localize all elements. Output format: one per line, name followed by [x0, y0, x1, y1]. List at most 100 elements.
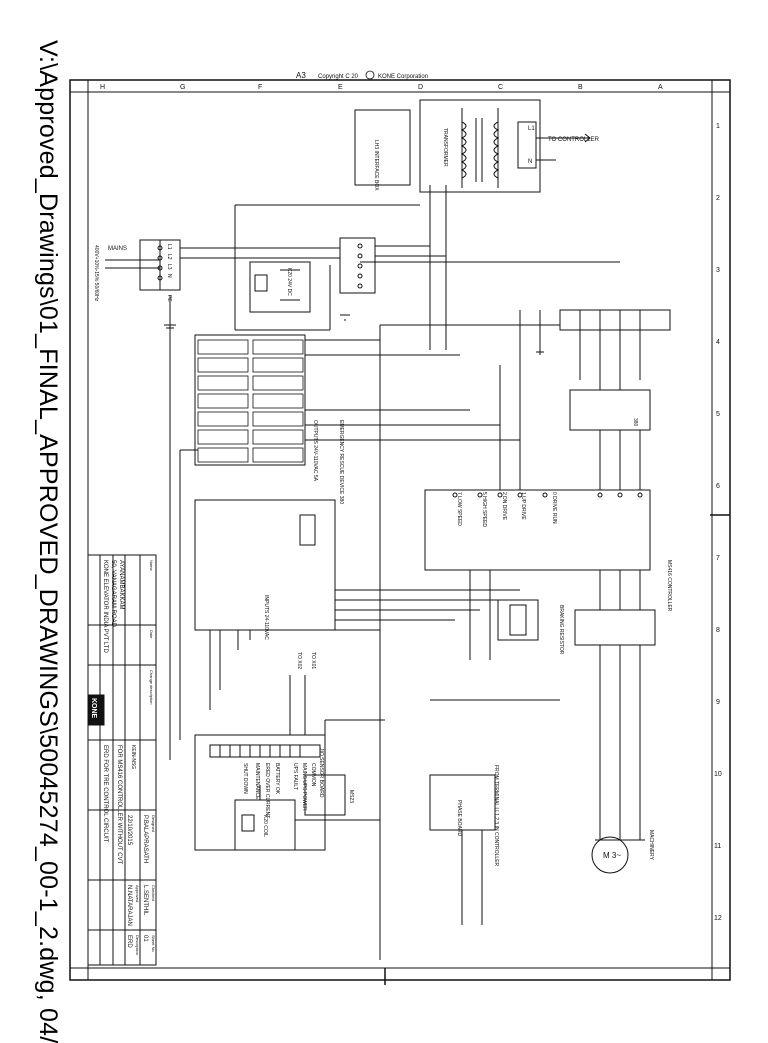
sheet-col-letters: H G F E D C B A [100, 84, 663, 91]
k20-coil-label: K20 COIL [262, 815, 268, 837]
ms416-label: MS416 CONTROLLER [666, 560, 672, 612]
dn-drive-label: 2 DN DRIVE [501, 492, 507, 521]
row-number: 2 [716, 195, 720, 202]
battery-ok-label: BATTERY OK [274, 763, 280, 795]
col-letter: A [658, 84, 663, 91]
to-x02-label: TO X02 [296, 652, 302, 669]
row-number: 3 [716, 267, 720, 274]
tb-sheet-no: 01 [142, 935, 148, 942]
high-speed-label: 5 HIGH SPEED [481, 492, 487, 527]
mains-label: MAINS [108, 246, 127, 252]
tb-field-description: Description [135, 935, 140, 955]
mains-pe: PE [166, 295, 172, 302]
mains-l3: L3 [166, 264, 172, 270]
row-number: 11 [714, 843, 721, 850]
tb-field-designed: Designed [151, 815, 156, 832]
machinery-label: MACHINERY [648, 830, 654, 861]
row-number: 5 [716, 411, 720, 418]
rescue-device-inputs [194, 499, 336, 631]
col-letter: G [180, 84, 185, 91]
transformer-l-label: L1 [528, 126, 535, 132]
col-letter: C [498, 84, 503, 91]
shut-down-label: SHUT DOWN [242, 763, 248, 794]
tb-title1: ERD FOR TRE CONTROL CIRCUIT [102, 745, 108, 843]
copyright-text: Copyright C 20 [318, 74, 359, 80]
sheet-header: A3 Copyright C 20 KONE Corporation [296, 70, 428, 80]
rescue-device-outputs [194, 334, 306, 466]
k20-relay-block [249, 261, 311, 313]
ms23-label: MS23 [348, 790, 354, 803]
col-letter: F [258, 84, 262, 91]
machinery-motor [591, 836, 629, 874]
tb-field-checked: Checked [151, 885, 156, 901]
ups-fault-label: UPS FAULT [292, 763, 298, 790]
braking-resistor-label: BRAKING RESISTOR [558, 605, 564, 655]
tb-date: 22/10/2015 [126, 815, 132, 846]
phase-board-label: PHASE BOARD [456, 800, 462, 837]
tb-field-date: Date [149, 630, 154, 639]
kone-logo: KONE [90, 698, 97, 719]
ered-current-label: ERED OVER CURRENT [264, 763, 270, 818]
col-letter: E [338, 84, 343, 91]
to-x01-label: TO X01 [310, 652, 316, 669]
up-drive-label: 1 UP DRIVE [520, 492, 526, 520]
row-number: 1 [716, 123, 720, 130]
low-speed-label: 7 LOW SPEED [456, 492, 462, 526]
col-letter: D [418, 84, 423, 91]
tb-field-change: Change description [149, 670, 154, 704]
col-letter: B [578, 84, 583, 91]
inputs-label: INPUTS 24-110VAC [263, 595, 269, 640]
from-terminal-label: FROM TERMINAL LL1,2,3 IN CONTROLLER [493, 765, 499, 867]
col-letter: H [100, 84, 105, 91]
tb-company: KONE ELEVATOR INDIA PVT LTD [102, 560, 108, 653]
contactor-380 [569, 389, 651, 431]
mains-spec-label: 400V+10%-15% 50/60Hz [93, 245, 99, 302]
tb-field-name: Name [149, 560, 154, 571]
mains-l2: L2 [166, 254, 172, 260]
mains-l1: L1 [166, 244, 172, 250]
common-label: COMMON [310, 763, 316, 787]
tb-address1: 50, VANAGARAM ROAD [110, 560, 116, 628]
to-controller-label: TO CONTROLLER [548, 137, 600, 143]
title-block-text: KONE ELEVATOR INDIA PVT LTD 50, VANAGARA… [90, 560, 156, 955]
company-text: KONE Corporation [378, 74, 428, 80]
row-number: 9 [716, 699, 720, 706]
sensor-board-label: JIO SENSOR BOARD [318, 748, 324, 798]
sensor-board [194, 734, 326, 851]
maintenance-label: MAINTENANCE [254, 763, 260, 800]
tb-drawn-by: P.BALAPRASATH [142, 815, 148, 863]
kone-seal-icon [365, 70, 375, 80]
row-number: 8 [716, 627, 720, 634]
transformer-box [419, 99, 541, 193]
mains-n: N [166, 274, 172, 278]
drive-run-label: 0 DRIVE RUN [551, 492, 557, 524]
row-number: 6 [716, 483, 720, 490]
output-contactor [574, 609, 656, 646]
braking-resistor [497, 599, 539, 641]
row-number: 7 [716, 555, 720, 562]
row-number: 4 [716, 339, 720, 346]
tb-dwg-prefix: KEIN-NSG [130, 745, 136, 769]
top-terminal-block [339, 237, 376, 294]
transformer-n-label: N [528, 159, 532, 165]
row-number: 12 [714, 915, 722, 922]
tb-checked-by: L.SENTHIL [142, 885, 148, 916]
tb-address2: AYANAMBAKKAM [118, 560, 124, 609]
transformer-label: TRANSFORMER [442, 128, 448, 167]
outputs-label: OUTPUTS 24V-110VAC 5A [312, 420, 318, 482]
tb-approved-by: N.NATARAJAN [126, 885, 132, 926]
row-number: 10 [714, 771, 722, 778]
interface-box-label: LH3 INTERFACE BOX [373, 140, 379, 191]
contactor-380-label: 380 [632, 418, 638, 427]
tb-dept: ERD [126, 935, 132, 948]
motor-symbol-label: M 3~ [603, 851, 621, 860]
mains-ups-label: MAINS UPS POWER [301, 763, 307, 811]
title-block-frame [87, 554, 157, 966]
sheet-size: A3 [296, 71, 306, 80]
interface-box [354, 109, 411, 186]
tb-field-approved: Approved [135, 885, 140, 902]
tb-title2: FOR MS416 CONTROLLER WITHOUT CVT [116, 745, 122, 865]
controller-terminal-strip [559, 309, 671, 331]
emergency-device-label: EMERGENCY RESCUE DEVICE 380 [338, 420, 344, 504]
